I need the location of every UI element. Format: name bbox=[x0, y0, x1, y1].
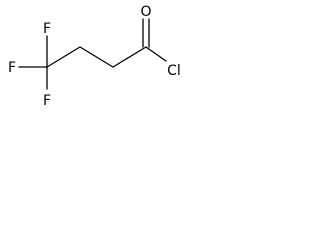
atom-label-oxygen: O bbox=[140, 4, 151, 20]
bond-cf3-c2 bbox=[46, 46, 81, 68]
bond-c-cl bbox=[145, 46, 167, 62]
skeletal-structure: F F F O Cl bbox=[8, 4, 181, 109]
bond-c2-c3 bbox=[79, 46, 114, 68]
bond-c3-carbonyl bbox=[112, 46, 147, 68]
atom-label-fluorine-top: F bbox=[43, 21, 51, 37]
atom-label-fluorine-bottom: F bbox=[43, 93, 51, 109]
atom-label-fluorine-left: F bbox=[8, 60, 16, 76]
atom-label-chlorine: Cl bbox=[167, 63, 181, 79]
